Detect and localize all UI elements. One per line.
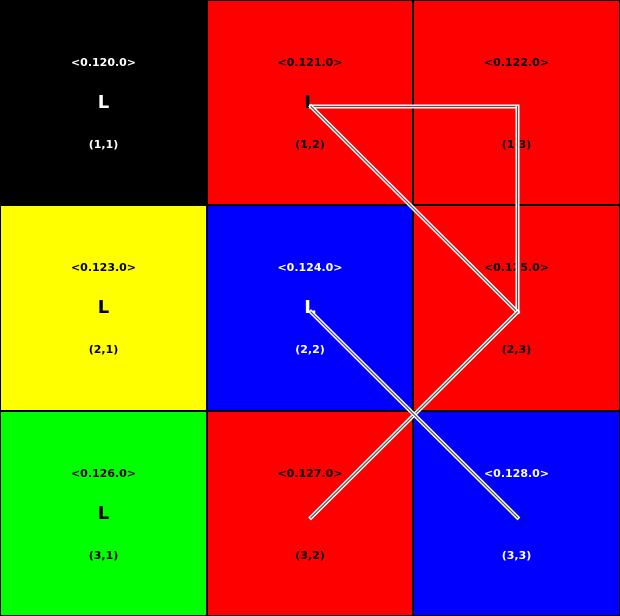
cell-value: <0.126.0> bbox=[70, 467, 137, 480]
cell-letter: L bbox=[304, 297, 316, 318]
cell-2-2: <0.124.0> L (2,2) bbox=[207, 205, 413, 411]
cell-coordinate: (3,3) bbox=[501, 549, 532, 562]
cell-value: <0.125.0> bbox=[483, 261, 550, 274]
cell-value: <0.121.0> bbox=[277, 56, 343, 69]
cell-coordinate: (1,2) bbox=[295, 138, 325, 151]
cell-letter: L bbox=[97, 297, 110, 318]
cell-2-1: <0.123.0> L (2,1) bbox=[0, 205, 207, 411]
cell-value: <0.120.0> bbox=[70, 56, 137, 69]
cell-letter: L bbox=[304, 92, 316, 113]
cell-value: <0.128.0> bbox=[483, 467, 550, 480]
cell-coordinate: (2,1) bbox=[88, 343, 119, 356]
cell-3-3: <0.128.0> (3,3) bbox=[413, 411, 620, 616]
cell-value: <0.123.0> bbox=[70, 261, 137, 274]
cell-3-1: <0.126.0> L (3,1) bbox=[0, 411, 207, 616]
cell-value: <0.127.0> bbox=[277, 467, 343, 480]
cell-coordinate: (3,2) bbox=[295, 549, 325, 562]
cell-coordinate: (2,2) bbox=[295, 343, 325, 356]
cell-letter: L bbox=[97, 503, 110, 524]
cell-coordinate: (3,1) bbox=[88, 549, 119, 562]
cell-value: <0.122.0> bbox=[483, 56, 550, 69]
cell-1-2: <0.121.0> L (1,2) bbox=[207, 0, 413, 205]
cell-letter: L bbox=[97, 92, 110, 113]
cell-1-3: <0.122.0> (1,3) bbox=[413, 0, 620, 205]
cell-coordinate: (1,1) bbox=[88, 138, 119, 151]
cell-1-1: <0.120.0> L (1,1) bbox=[0, 0, 207, 205]
cell-3-2: <0.127.0> (3,2) bbox=[207, 411, 413, 616]
cell-coordinate: (1,3) bbox=[501, 138, 532, 151]
cell-value: <0.124.0> bbox=[277, 261, 343, 274]
cell-coordinate: (2,3) bbox=[501, 343, 532, 356]
cell-2-3: <0.125.0> (2,3) bbox=[413, 205, 620, 411]
